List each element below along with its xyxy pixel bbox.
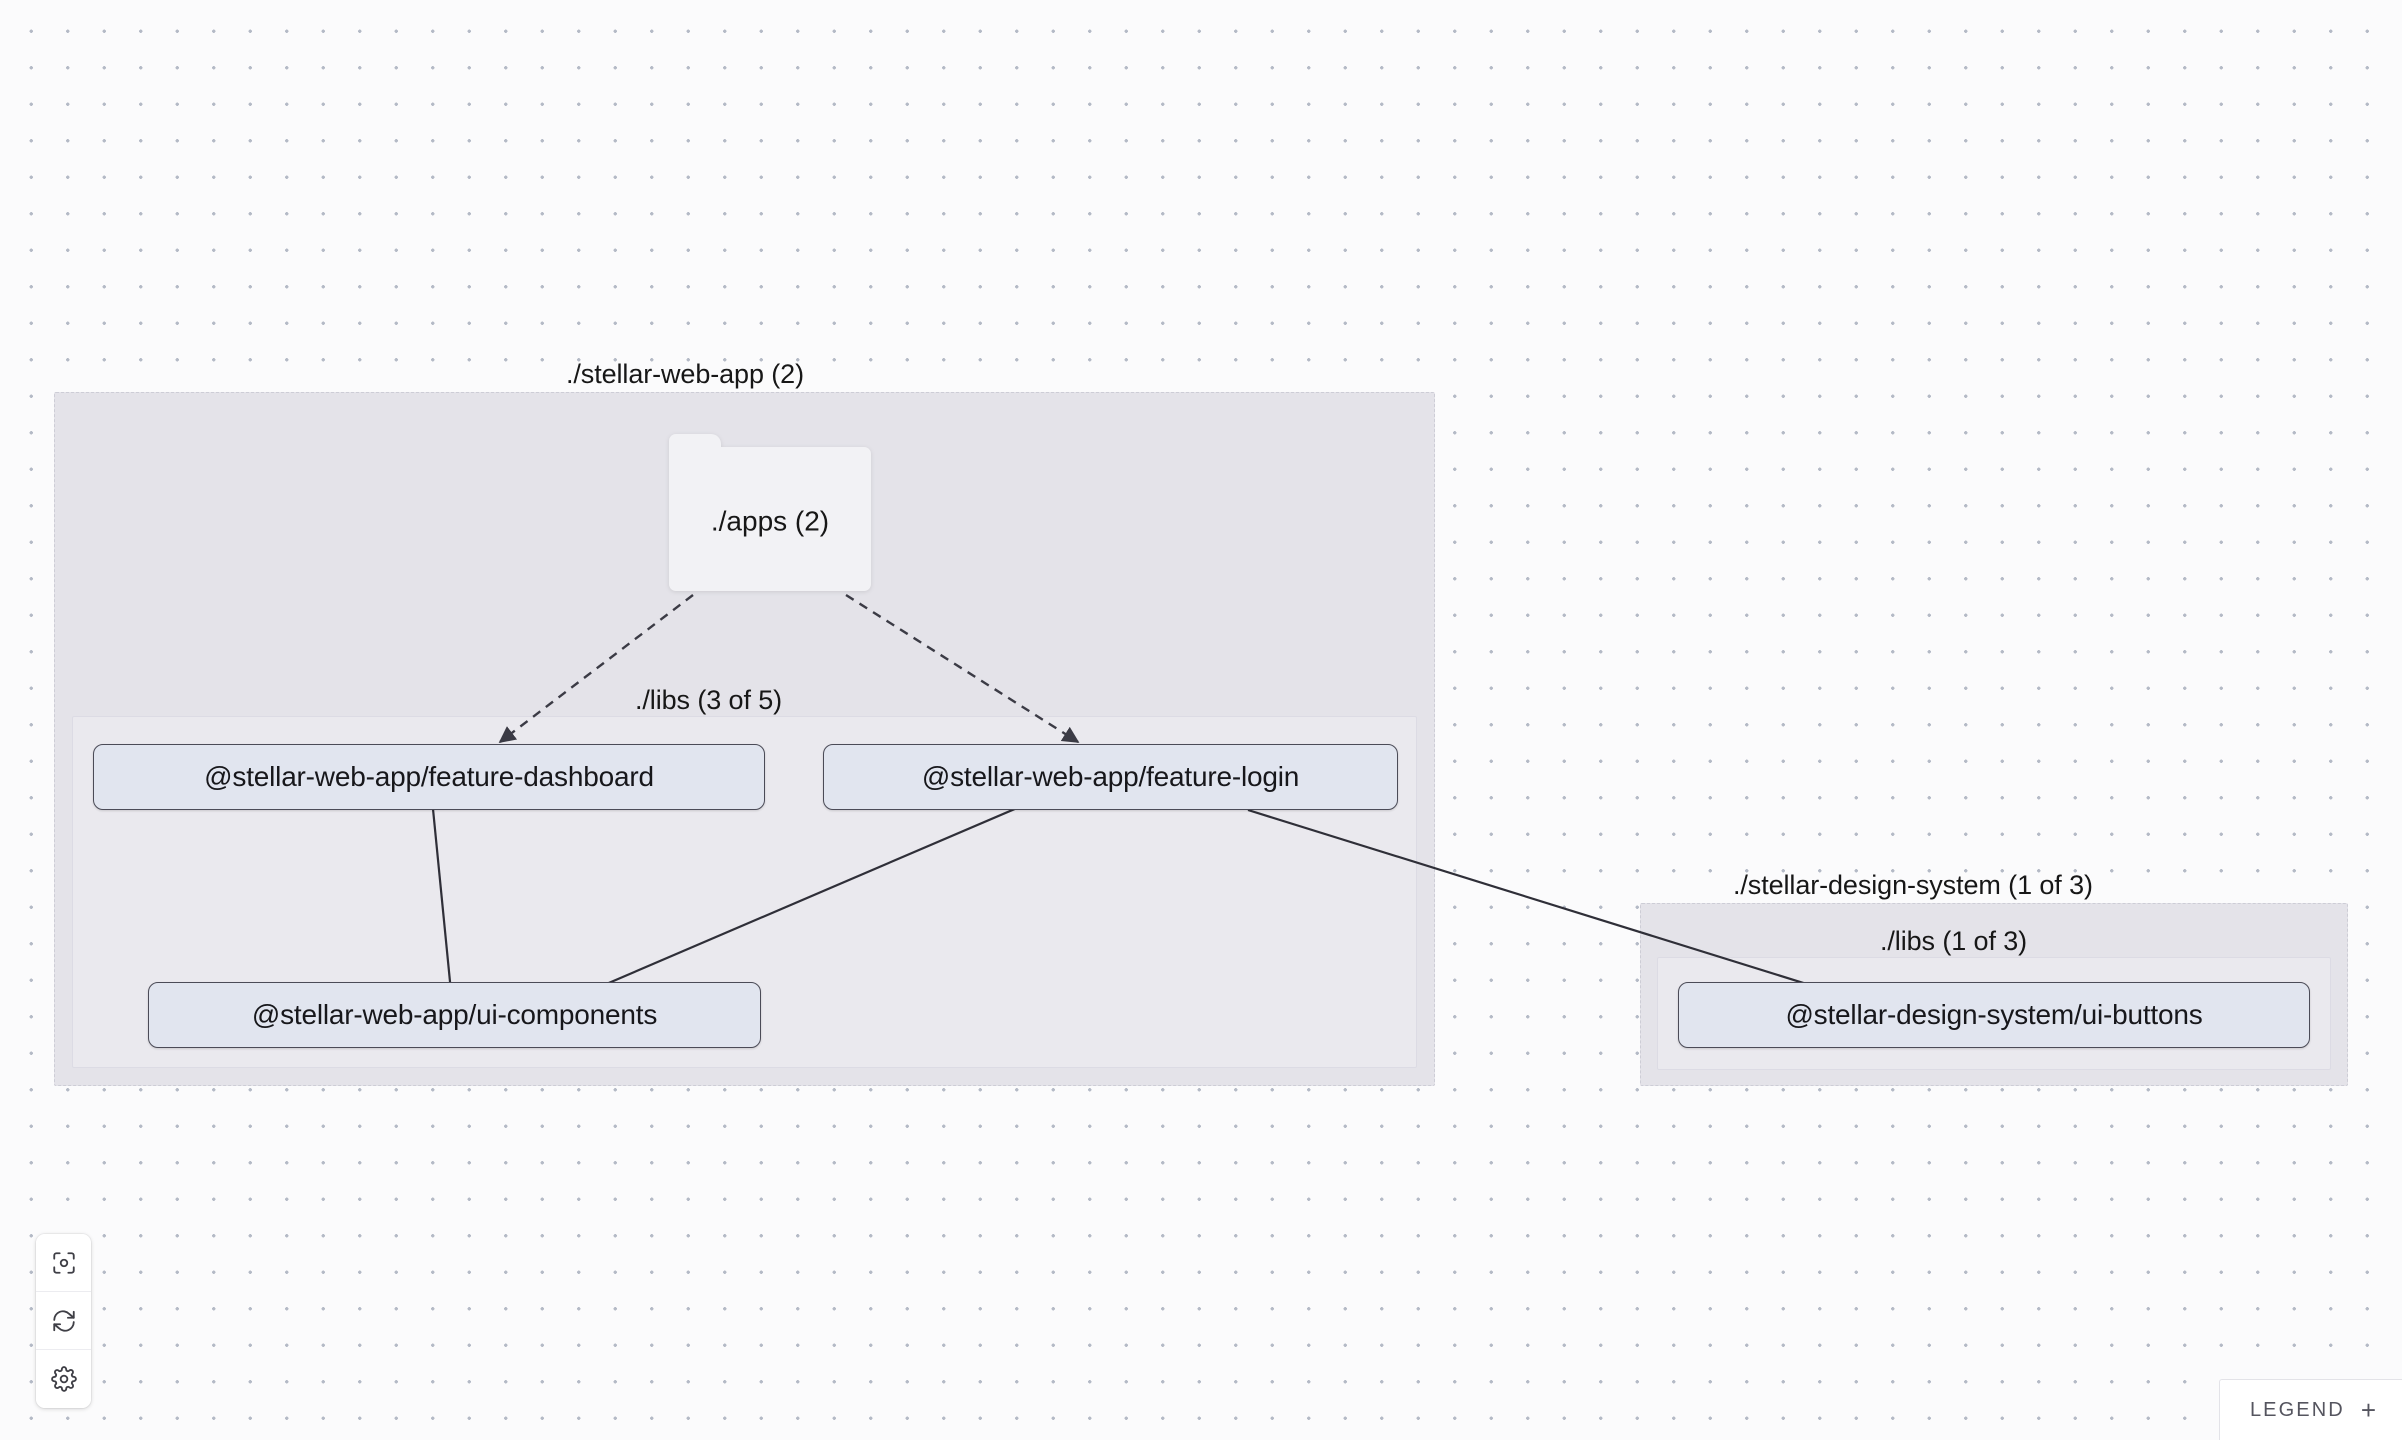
project-node-label: @stellar-web-app/feature-login <box>921 761 1300 792</box>
refresh-button[interactable] <box>36 1292 91 1350</box>
canvas-toolbar[interactable] <box>36 1234 91 1408</box>
folder-body <box>669 447 871 591</box>
focus-target-icon <box>51 1250 77 1276</box>
project-node-feature-login[interactable]: @stellar-web-app/feature-login <box>823 744 1398 810</box>
settings-button[interactable] <box>36 1350 91 1408</box>
project-node-ui-components[interactable]: @stellar-web-app/ui-components <box>148 982 761 1048</box>
subgroup-label-web-app-libs: ./libs (3 of 5) <box>635 685 783 715</box>
legend-panel[interactable]: LEGEND + <box>2218 1379 2402 1440</box>
legend-expand-icon[interactable]: + <box>2360 1395 2376 1425</box>
project-node-label: @stellar-web-app/ui-components <box>251 999 658 1030</box>
gear-icon <box>50 1366 77 1392</box>
project-node-label: @stellar-web-app/feature-dashboard <box>204 761 654 792</box>
project-node-ui-buttons[interactable]: @stellar-design-system/ui-buttons <box>1678 982 2310 1048</box>
focus-button[interactable] <box>36 1234 91 1292</box>
folder-label: ./apps (2) <box>710 504 830 536</box>
project-node-label: @stellar-design-system/ui-buttons <box>1785 999 2203 1030</box>
folder-node-apps[interactable]: ./apps (2) <box>669 434 871 591</box>
group-label-stellar-design-system: ./stellar-design-system (1 of 3) <box>1733 870 2093 900</box>
group-label-stellar-web-app: ./stellar-web-app (2) <box>566 359 804 389</box>
subgroup-label-design-system-libs: ./libs (1 of 3) <box>1880 926 2028 956</box>
legend-label: LEGEND <box>2249 1398 2345 1421</box>
refresh-icon <box>51 1308 77 1334</box>
project-node-feature-dashboard[interactable]: @stellar-web-app/feature-dashboard <box>93 744 765 810</box>
